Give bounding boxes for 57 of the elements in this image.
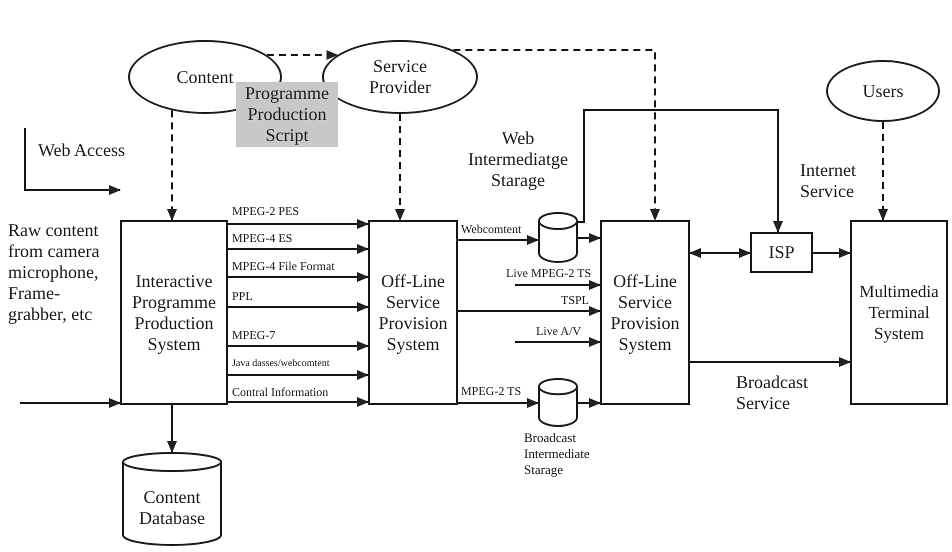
edge-label: Live MPEG-2 TS: [506, 266, 592, 280]
arrow: [395, 114, 405, 221]
arrow: [578, 398, 601, 408]
arrow: [20, 398, 121, 408]
arrow: [690, 357, 851, 367]
arrow: [458, 235, 539, 245]
edge-label: Webcomtent: [461, 222, 522, 236]
arrow: [458, 306, 601, 316]
arrow: [228, 219, 369, 229]
process-box: [120, 220, 228, 405]
node-label: Content Database: [138, 486, 206, 528]
arrow: [167, 110, 177, 221]
node-label: Interactive Programme Production System: [131, 270, 217, 354]
node-label: ISP: [768, 242, 794, 263]
node-label: Users: [862, 80, 904, 102]
node-label: Content: [176, 66, 234, 88]
double-arrow: [689, 248, 751, 258]
storage-caption: Broadcast Intermediate Starage: [524, 430, 591, 478]
note-text: Web Access: [38, 140, 126, 161]
arrow: [228, 341, 369, 351]
edge-label: Programme Production Script: [236, 82, 338, 147]
arrow: [515, 337, 601, 347]
arrow: [266, 50, 338, 60]
node-label: Service Provider: [368, 56, 432, 98]
arrow: [458, 398, 539, 408]
note-text: Internet Service: [800, 160, 857, 202]
arrow: [515, 280, 601, 290]
arrow: [813, 248, 851, 258]
arrow: [24, 128, 121, 195]
arrow: [878, 122, 888, 221]
process-box: [368, 220, 458, 405]
process-box: [750, 232, 813, 273]
arrow: [578, 233, 601, 243]
edge-label: PPL: [232, 289, 253, 303]
edge-label: MPEG-7: [232, 328, 276, 342]
edge-label: TSPL: [561, 293, 590, 307]
storage-caption: Web Intermediatge Starage: [467, 128, 569, 191]
process-box: [600, 220, 690, 405]
edge-label: Live A/V: [536, 324, 581, 338]
edge-label: MPEG-4 File Format: [232, 259, 335, 273]
arrow: [453, 49, 660, 221]
arrow: [228, 370, 369, 380]
arrow: [578, 109, 783, 233]
node-label: Multimedia Terminal System: [858, 281, 940, 344]
arrow: [167, 405, 177, 453]
node-label: Off-Line Service Provision System: [609, 270, 680, 354]
node-label: Off-Line Service Provision System: [377, 270, 448, 354]
note-text: Raw content from camera microphone, Frame-grabber, etc: [8, 220, 100, 325]
arrow: [228, 302, 369, 312]
edge-label: MPEG-4 ES: [232, 231, 292, 245]
arrow: [228, 397, 369, 407]
arrow: [228, 272, 369, 282]
arrow: [228, 244, 369, 254]
edge-label: MPEG-2 PES: [232, 204, 300, 218]
edge-label: MPEG-2 TS: [461, 384, 522, 398]
process-box: [850, 220, 948, 405]
edge-label: Contral Information: [232, 385, 328, 399]
